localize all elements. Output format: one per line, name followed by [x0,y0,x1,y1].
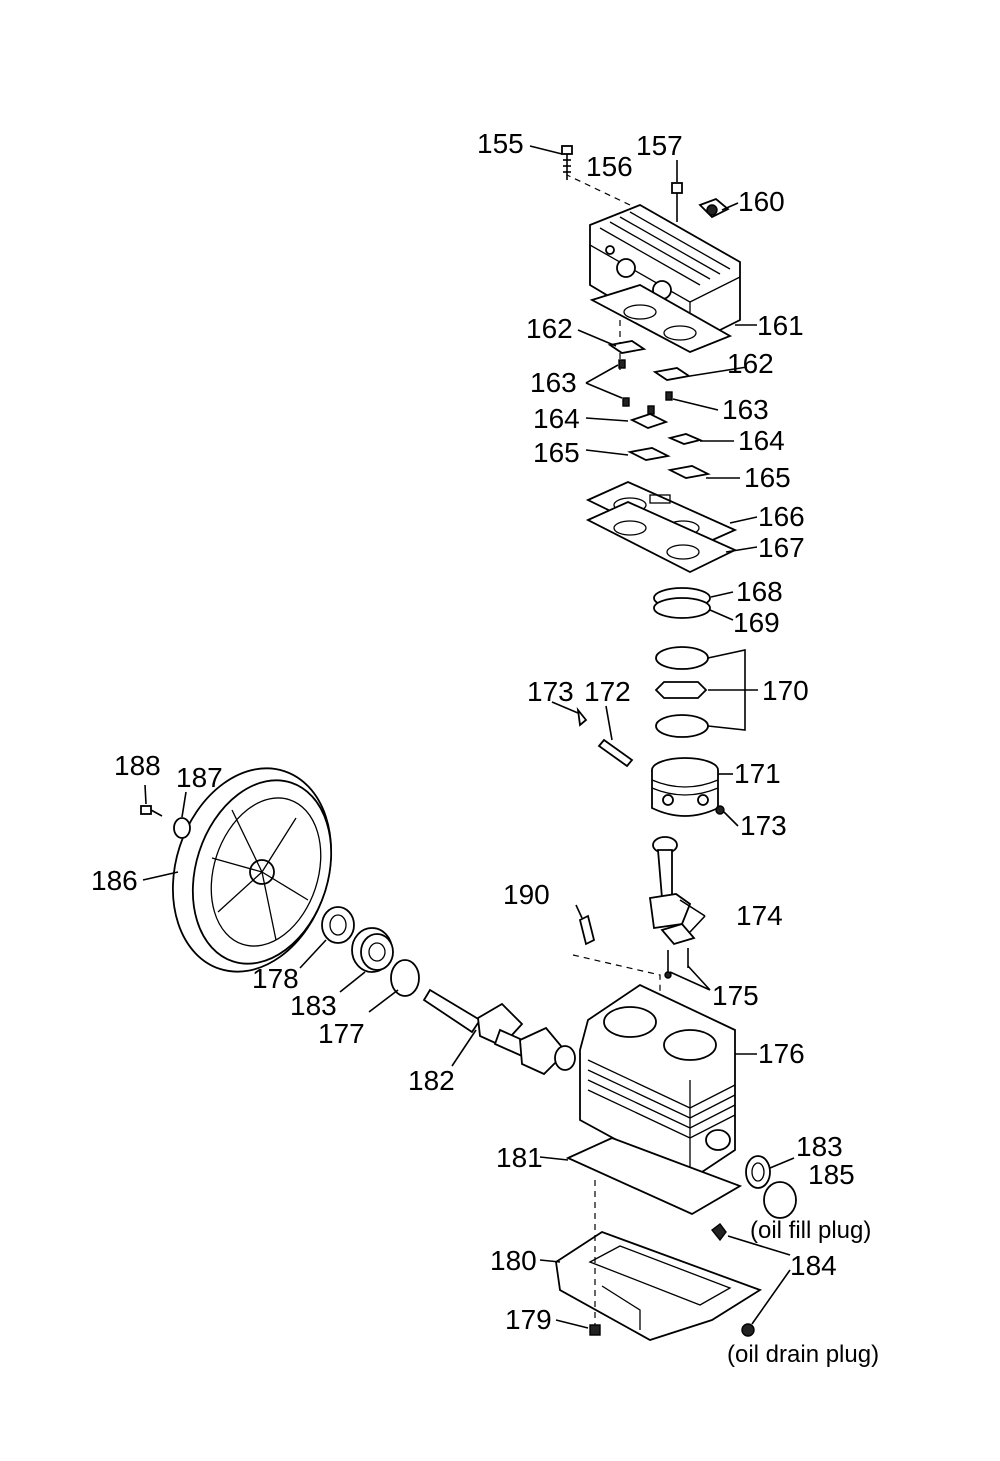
alignment-line-key [572,954,661,1000]
callout-183-right: 183 [796,1131,843,1162]
callout-190: 190 [503,879,550,910]
callout-180: 180 [490,1245,537,1276]
callout-173-left: 173 [527,676,574,707]
part-185-seal [763,1181,797,1219]
part-164-valve-left [629,413,669,429]
callout-184: 184 [790,1250,837,1281]
callout-156: 156 [586,151,633,182]
part-172-wrist-pin [597,738,634,768]
part-184-oil-drain-plug [741,1323,755,1337]
callout-155: 155 [477,128,524,159]
part-171-piston [651,757,719,817]
part-168-169-piston-rings [653,587,711,619]
callout-187: 187 [176,762,223,793]
note-oil-fill-plug: (oil fill plug) [750,1217,871,1244]
callout-186: 186 [91,865,138,896]
callout-164-left: 164 [533,403,580,434]
part-190-key [578,914,596,946]
note-oil-drain-plug: (oil drain plug) [727,1341,879,1368]
part-173-clip-right [715,805,725,815]
callout-178: 178 [252,963,299,994]
part-162-valve-retainer-right [652,367,692,381]
callout-183-left: 183 [290,990,337,1021]
callout-179: 179 [505,1304,552,1335]
part-181-base-gasket [565,1137,743,1216]
part-175-rod-bolts [664,948,689,979]
part-165-valve-plate-right [667,465,711,479]
callout-163-left: 163 [530,367,577,398]
part-164-valve-right [667,433,703,445]
callout-185: 185 [808,1159,855,1190]
part-163-screw-left [618,359,630,407]
part-184-oil-fill-plug [711,1223,727,1242]
part-183-bearing-left [351,927,394,973]
part-156-cylinder-head [589,204,741,347]
callout-168: 168 [736,576,783,607]
part-170-rings [654,646,709,738]
part-161-head-gasket [589,284,733,353]
part-155-bolt [561,145,573,180]
part-187-washer [173,817,191,839]
callout-169: 169 [733,607,780,638]
callout-160: 160 [738,186,785,217]
part-183-bearing-right [745,1155,771,1189]
leader-lines [142,145,795,1329]
callout-166: 166 [758,501,805,532]
callout-162-right: 162 [727,348,774,379]
callout-174: 174 [736,900,783,931]
part-186-pulley [171,767,333,973]
callout-188: 188 [114,750,161,781]
part-160-valve [698,197,730,219]
part-173-clip-left [576,706,588,727]
callout-181: 181 [496,1142,543,1173]
callout-177: 177 [318,1018,365,1049]
callout-170: 170 [762,675,809,706]
callout-171: 171 [734,758,781,789]
callout-172: 172 [584,676,631,707]
callout-157: 157 [636,130,683,161]
callout-163-right: 163 [722,394,769,425]
part-157-bolt [671,182,683,222]
part-163-screw-right [647,391,673,415]
part-162-valve-retainer-left [607,340,647,354]
callout-182: 182 [408,1065,455,1096]
part-178-seal [321,906,355,944]
part-188-bolt [140,805,163,817]
callout-164-right: 164 [738,425,785,456]
part-179-bolt [589,1324,601,1336]
part-177-gasket [390,959,420,997]
callout-162-left: 162 [526,313,573,344]
callout-176: 176 [758,1038,805,1069]
callout-165-right: 165 [744,462,791,493]
part-180-oil-pan [555,1230,763,1341]
callout-173-right: 173 [740,810,787,841]
callout-labels: 155 156 157 160 161 162 162 163 163 164 … [91,128,879,1368]
callout-165-left: 165 [533,437,580,468]
callout-161: 161 [757,310,804,341]
part-176-crankcase [579,983,736,1182]
part-165-valve-plate-left [627,447,671,461]
callout-167: 167 [758,532,805,563]
callout-175: 175 [712,980,759,1011]
part-182-crankshaft [422,988,576,1076]
part-174-connecting-rod [648,836,696,946]
